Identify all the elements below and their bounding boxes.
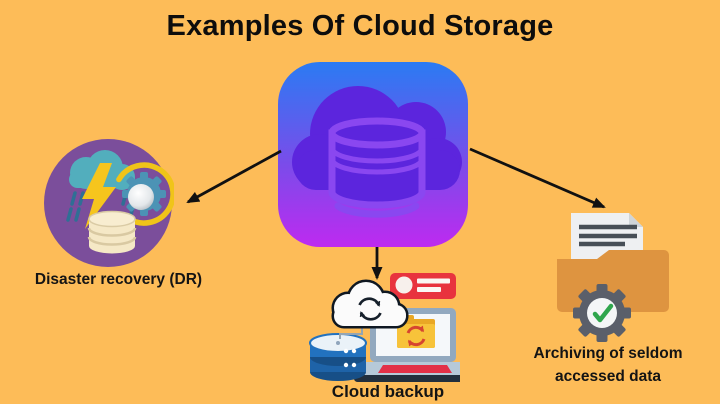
checkmark-icon <box>592 303 614 323</box>
cloud-backup-label: Cloud backup <box>331 382 445 401</box>
database-icon <box>87 210 137 254</box>
server-database-icon <box>309 333 367 381</box>
disaster-recovery-label: Disaster recovery (DR) <box>34 271 203 288</box>
cloud-backup-icon <box>309 273 460 382</box>
sync-folder-icon <box>397 315 435 348</box>
lightning-icon <box>82 163 116 229</box>
database-shape <box>328 117 426 218</box>
laptop-keyboard <box>378 365 452 373</box>
archiving-label: Archiving of seldom accessed data <box>518 342 698 388</box>
arrow-to-archiving <box>469 147 606 209</box>
connector-line <box>339 326 363 339</box>
page-title: Examples Of Cloud Storage <box>166 10 554 42</box>
disaster-recovery-icon <box>44 139 174 267</box>
gear-check-icon <box>573 284 631 342</box>
cloud-storage-icon <box>278 62 468 247</box>
archiving-label-line1: Archiving of seldom <box>533 345 683 362</box>
archive-folder-icon <box>557 213 669 342</box>
notification-card-icon <box>390 273 456 299</box>
cloud-database-glyph <box>292 86 462 218</box>
glass-sphere-icon <box>128 184 154 210</box>
arrow-to-disaster-recovery <box>186 149 282 204</box>
recovery-loop-arrow-icon <box>116 162 174 226</box>
gear-icon <box>122 172 166 216</box>
sync-cloud-icon <box>331 279 409 329</box>
archiving-label-line2: accessed data <box>555 368 661 385</box>
